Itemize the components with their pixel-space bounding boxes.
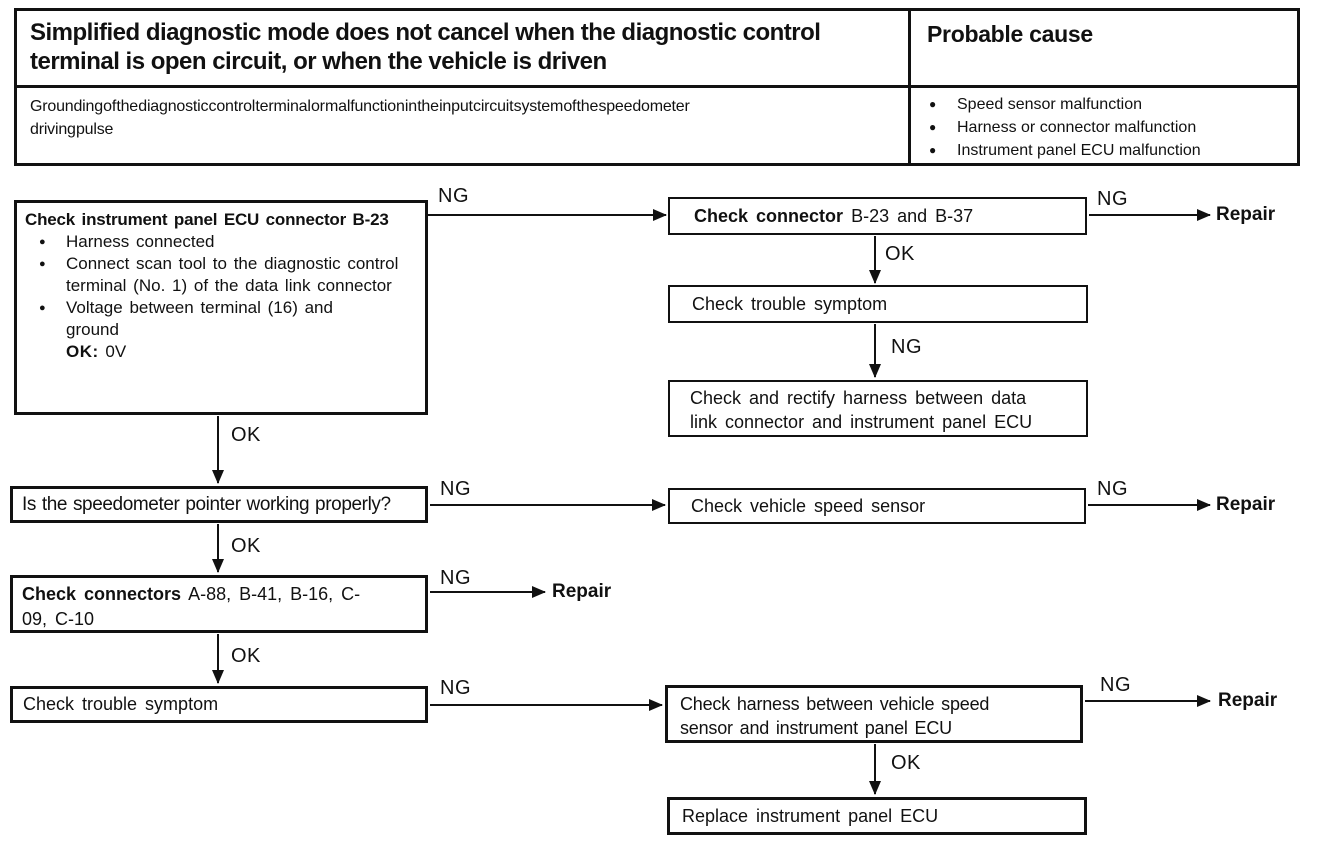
ng-label: NG [440,677,471,699]
ng-label: NG [438,185,469,207]
ng-label: NG [1097,188,1128,210]
cause-text: Instrument panel ECU malfunction [957,142,1201,159]
box-title: Check instrument panel ECU connector B-2… [25,210,389,229]
repair-terminal: Repair [552,581,612,602]
check-connectors-box: Check connectors A-88, B-41, B-16, C-09,… [10,575,428,633]
item-text: Voltage between terminal (16) and ground [66,298,333,339]
ok-spec-line: OK: 0V [25,341,417,363]
item-text: Harness connected [66,232,215,251]
list-item: ● Voltage between terminal (16) and grou… [25,297,366,341]
bullet-icon: ● [929,120,937,134]
check-trouble-symptom-right-box: Check trouble symptom [668,285,1088,323]
ok-label: OK: [66,342,99,361]
box-text: Is the speedometer pointer working prope… [22,493,391,515]
box-title-rest: A-88, B-41, B-16, C-09, C-10 [22,584,361,629]
list-item: ● Harness connected [25,231,417,253]
ok-label: OK [231,535,261,557]
ng-label: NG [440,567,471,589]
cause-item: ● Instrument panel ECU malfunction [911,139,1297,162]
replace-ecu-box: Replace instrument panel ECU [667,797,1087,835]
repair-terminal: Repair [1216,494,1276,515]
ok-label: OK [231,645,261,667]
ng-label: NG [1097,478,1128,500]
check-ecu-connector-box: Check instrument panel ECU connector B-2… [14,200,428,415]
list-item: ● Connect scan tool to the diagnostic co… [25,253,401,297]
comment-cell: Grounding of the diagnostic control term… [17,88,911,163]
cause-item: ● Speed sensor malfunction [911,93,1297,116]
speedometer-question-box: Is the speedometer pointer working prope… [10,486,428,523]
item-text: Connect scan tool to the diagnostic cont… [66,254,399,295]
cause-text: Speed sensor malfunction [957,96,1142,113]
ng-label: NG [1100,674,1131,696]
box-title-lead: Check connector [694,205,844,226]
probable-cause-list: ● Speed sensor malfunction ● Harness or … [911,88,1297,163]
ok-label: OK [231,424,261,446]
probable-cause-heading: Probable cause [927,21,1093,47]
repair-terminal: Repair [1216,204,1276,225]
check-harness-box: Check harness between vehicle speed sens… [665,685,1083,743]
cause-item: ● Harness or connector malfunction [911,116,1297,139]
ok-value: 0V [105,342,127,361]
box-text: Check and rectify harness between data l… [690,388,1033,432]
symptom-title-cell: Simplified diagnostic mode does not canc… [17,11,911,88]
check-vehicle-speed-sensor-box: Check vehicle speed sensor [668,488,1086,524]
cause-text: Harness or connector malfunction [957,119,1197,136]
bullet-icon: ● [39,236,46,248]
ok-label: OK [891,752,921,774]
trouble-symptom-table: Simplified diagnostic mode does not canc… [14,8,1300,166]
box-text: Check trouble symptom [692,293,888,314]
bullet-icon: ● [929,143,937,157]
box-text: Check trouble symptom [23,694,219,714]
bullet-icon: ● [39,258,46,270]
comment-text: Grounding of the diagnostic control term… [30,98,690,138]
check-rectify-harness-box: Check and rectify harness between data l… [668,380,1088,437]
ng-label: NG [891,336,922,358]
box-text: Check harness between vehicle speed sens… [680,694,990,738]
symptom-title: Simplified diagnostic mode does not canc… [30,19,821,75]
repair-terminal: Repair [1218,690,1278,711]
box-title-lead: Check connectors [22,584,182,604]
box-text: Replace instrument panel ECU [682,805,939,826]
bullet-icon: ● [929,97,937,111]
bullet-icon: ● [39,302,46,314]
check-connector-box: Check connector B-23 and B-37 [668,197,1087,235]
box-title-rest: B-23 and B-37 [851,205,974,226]
probable-cause-header-cell: Probable cause [911,11,1297,88]
check-trouble-symptom-left-box: Check trouble symptom [10,686,428,723]
ok-label: OK [885,243,915,265]
box-text: Check vehicle speed sensor [691,495,926,516]
ng-label: NG [440,478,471,500]
